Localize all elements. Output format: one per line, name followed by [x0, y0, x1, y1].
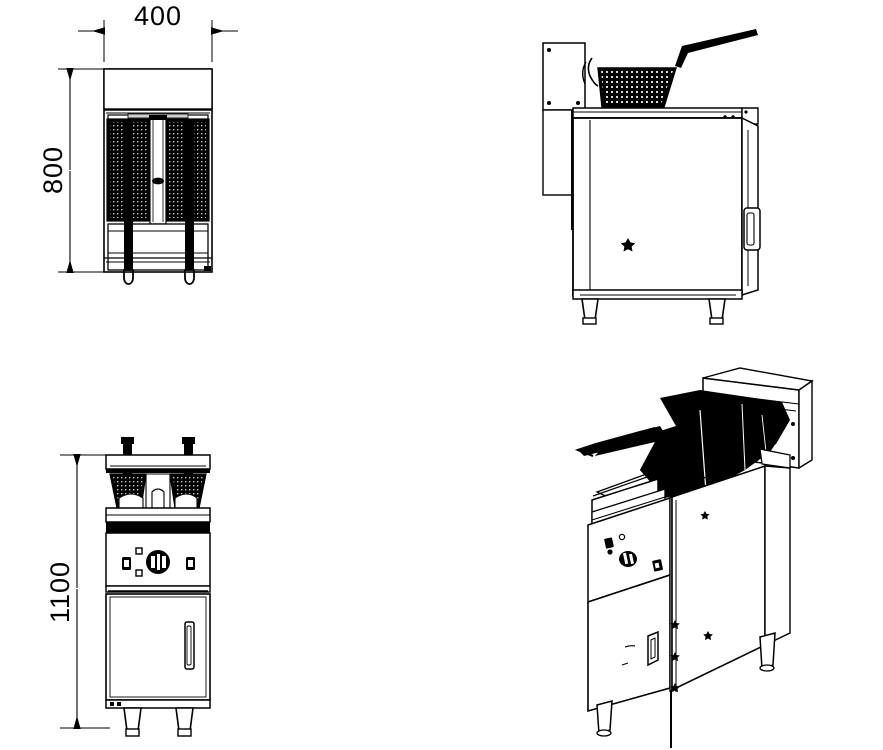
handle-hook-left [123, 269, 134, 285]
door-handle-side[interactable] [743, 207, 761, 251]
fry-basket-side [582, 29, 758, 108]
iso-leg-right [759, 632, 776, 671]
iso-legs [596, 632, 776, 748]
screw-marker [620, 238, 636, 252]
dimension-label-height: 1100 [45, 561, 75, 623]
adjustable-leg-front [581, 298, 599, 321]
indicator-light-upper [135, 547, 143, 555]
iso-cabinet-body [587, 464, 791, 713]
top-view-chassis [104, 223, 212, 271]
iso-control-fascia [587, 477, 671, 604]
dimension-label-depth: 800 [38, 146, 68, 194]
iso-thermostat-knob[interactable] [619, 551, 637, 567]
dimension-label-width: 400 [134, 1, 182, 31]
iso-screw-5 [700, 511, 710, 520]
top-view: 400 800 [38, 1, 238, 285]
drain-cap [152, 177, 164, 185]
basket-handle-left [124, 120, 133, 270]
basket-hanger [587, 57, 599, 87]
side-view [542, 29, 761, 325]
dimension-width-400: 400 [78, 1, 238, 62]
side-rear-panel [741, 116, 759, 297]
perspective-view [574, 367, 814, 748]
front-leg-left [123, 707, 142, 732]
iso-edge-line [670, 690, 672, 748]
oil-tank-divider [149, 117, 167, 225]
indicator-light-lower [135, 569, 143, 577]
rear-splashback [103, 68, 213, 110]
iso-leg-left [596, 700, 613, 736]
iso-indicator-lower [607, 549, 613, 555]
front-leg-right [175, 707, 194, 732]
iso-screw-2 [670, 652, 680, 662]
iso-basket-handle [578, 426, 665, 456]
front-view: 1100 [45, 437, 211, 737]
side-cabinet-body [572, 116, 759, 297]
iso-screw-1 [670, 620, 680, 630]
front-lower-door[interactable] [105, 593, 211, 701]
dimension-height-1100: 1100 [45, 453, 110, 730]
handle-hook-right [184, 269, 195, 285]
front-base-and-legs [105, 699, 211, 737]
front-top-rail [105, 454, 211, 470]
iso-door-handle[interactable] [647, 630, 659, 667]
iso-screw-4 [703, 631, 713, 641]
dimension-depth-800: 800 [38, 67, 104, 274]
iso-fry-baskets [574, 390, 790, 498]
control-panel [105, 532, 211, 587]
front-worktop-black-band [106, 522, 210, 533]
basket-handle-right [185, 120, 194, 270]
side-base-and-legs [572, 289, 743, 325]
front-oil-tank [118, 473, 198, 509]
iso-power-switch-left[interactable] [604, 537, 614, 549]
adjustable-leg-rear [708, 298, 726, 321]
basket-handle-side [675, 29, 758, 68]
iso-indicator-upper [618, 533, 626, 541]
iso-screw-3 [670, 683, 680, 693]
